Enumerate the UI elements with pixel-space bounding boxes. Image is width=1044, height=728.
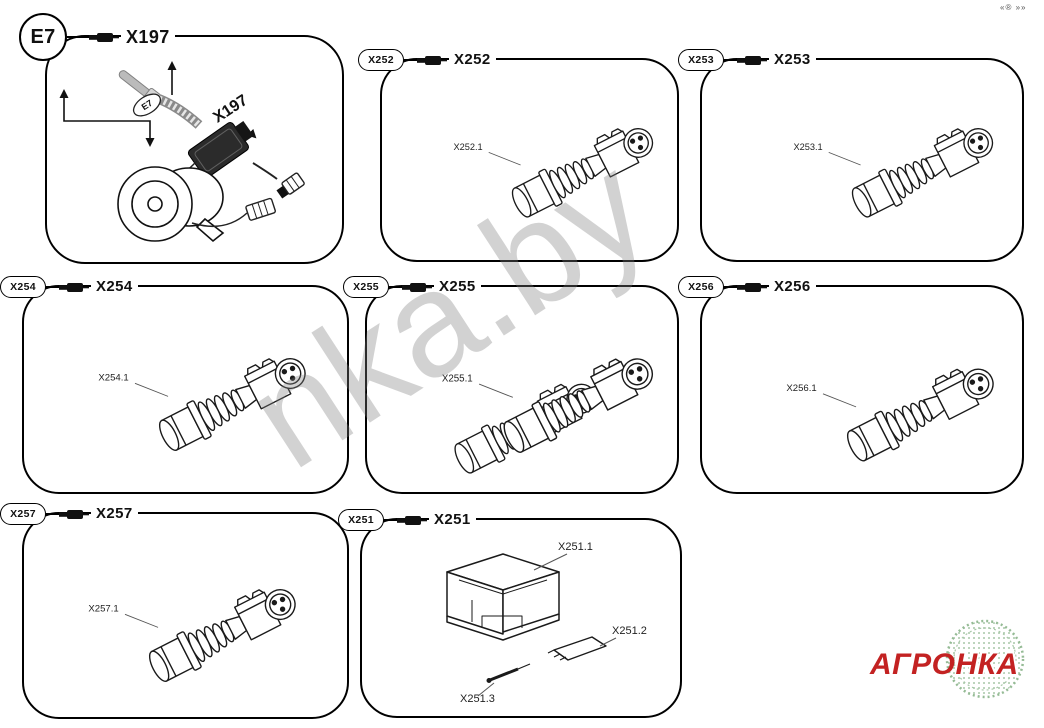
dotted-circle [945, 619, 1025, 699]
callout-x257: X257 X257 [0, 502, 138, 526]
sublabel-x252-1: X252.1 [453, 142, 482, 152]
relay-box [446, 553, 560, 641]
corner-mark: «® »» [1000, 3, 1027, 12]
callout-line [724, 59, 737, 61]
plug-icon [59, 508, 89, 520]
connector-badge-x251: X251 [338, 509, 384, 531]
connector-illustration-x252: X252.1 [453, 115, 661, 224]
sublabel-x253-1: X253.1 [793, 142, 822, 152]
sublabel-x256-1: X256.1 [786, 383, 816, 394]
connector-label-x252: X252 [449, 49, 496, 71]
connector-illustration-x257: X257.1 [88, 576, 304, 688]
callout-x252: X252 X252 [358, 48, 496, 72]
horn-device [117, 166, 225, 243]
agronka-logo: АГРОНКА [868, 616, 1044, 716]
black-connector-block [187, 120, 254, 178]
plug-icon [737, 281, 767, 293]
callout-x255: X255 X255 [343, 275, 481, 299]
e7-assembly-illustration: E7 X197 [59, 61, 305, 243]
connector-label-x254: X254 [91, 276, 138, 298]
logo-text: АГРОНКА [870, 648, 1019, 682]
plug-icon [89, 31, 119, 43]
flat-terminal [547, 636, 607, 661]
connector-label-x257: X257 [91, 503, 138, 525]
panel-x257: X257 X257 X257.1 [0, 503, 349, 719]
connector-badge-x252: X252 [358, 49, 404, 71]
pin-terminal [486, 663, 531, 683]
sublabel-x251-2: X251.2 [612, 625, 647, 637]
panel-x251: X251 X251 X251 [338, 509, 682, 718]
connector-badge-x255: X255 [343, 276, 389, 298]
sublabel-x254-1: X254.1 [98, 373, 128, 384]
panel-x256: X256 X256 X256.1 [678, 276, 1024, 494]
connector-badge-x256: X256 [678, 276, 724, 298]
sublabel-x257-1: X257.1 [88, 604, 118, 615]
callout-line [389, 286, 402, 288]
callout-line [404, 59, 417, 61]
connector-illustration-x255: X255.1 [442, 345, 661, 480]
plug-icon [59, 281, 89, 293]
connector-label-x255: X255 [434, 276, 481, 298]
callout-line [724, 286, 737, 288]
connector-badge-x254: X254 [0, 276, 46, 298]
connector-badge-x257: X257 [0, 503, 46, 525]
sublabel-x255-1: X255.1 [442, 373, 473, 384]
sublabel-x251-1: X251.1 [558, 541, 593, 553]
plug-icon [397, 514, 427, 526]
plug-icon [402, 281, 432, 293]
panel-x255: X255 X255 X255.1 [343, 276, 679, 494]
connector-label-x251: X251 [429, 509, 476, 531]
sublabel-x251-3: X251.3 [460, 693, 495, 705]
plug-icon [737, 54, 767, 66]
connector-illustration-x254: X254.1 [98, 345, 314, 457]
callout-line [46, 513, 59, 515]
relay-connector-illustration-x251: X251.1 X251.2 X251.3 [446, 541, 647, 705]
panel-x253: X253 X253 X253.1 [678, 49, 1024, 262]
logo-circle [942, 616, 1028, 707]
connector-badge-e7: E7 [19, 13, 67, 61]
plug-icon [417, 54, 447, 66]
white-connector [245, 197, 276, 221]
x197-inner-label: X197 [210, 92, 251, 127]
callout-x254: X254 X254 [0, 275, 138, 299]
small-plug [276, 172, 305, 199]
connector-label-x197: X197 [121, 26, 175, 48]
logo-text-nka: НКА [955, 648, 1019, 681]
callout-x256: X256 X256 [678, 275, 816, 299]
callout-line [67, 36, 89, 38]
callout-x251: X251 X251 [338, 508, 476, 532]
callout-x253: X253 X253 [678, 48, 816, 72]
panel-x252: X252 X252 X252.1 [358, 49, 679, 262]
e7-tag-oval: E7 [132, 93, 162, 117]
logo-text-agro: АГРО [870, 648, 956, 681]
callout-line [384, 519, 397, 521]
connector-illustration-x253: X253.1 [793, 115, 1001, 224]
callout-e7: E7 X197 [19, 13, 175, 61]
panel-x254: X254 X254 X254.1 [0, 276, 349, 494]
callout-line [46, 286, 59, 288]
connector-badge-x253: X253 [678, 49, 724, 71]
connector-label-x253: X253 [769, 49, 816, 71]
connector-illustration-x256: X256.1 [786, 355, 1002, 468]
panel-e7: E7 X197 E7 X197 [19, 13, 344, 264]
connector-label-x256: X256 [769, 276, 816, 298]
